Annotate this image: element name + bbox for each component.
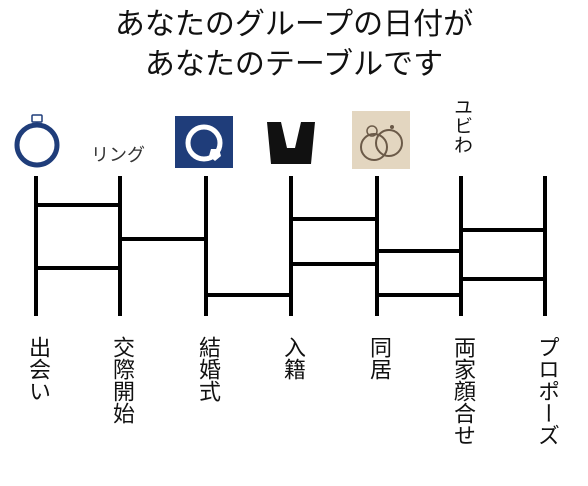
title-line-1: あなたのグループの日付が — [114, 7, 474, 42]
bottom-label-dating: 交際開始 — [109, 336, 134, 424]
bottom-label-registry: 入籍 — [280, 336, 305, 380]
bottom-label-proposal: プロポーズ — [534, 336, 559, 446]
bottom-label-wedding: 結婚式 — [195, 336, 220, 402]
title-line-2: あなたのテーブルです — [144, 47, 444, 82]
bottom-label-families: 両家顔合せ — [450, 336, 475, 446]
rings-photo-icon — [352, 111, 410, 169]
bottom-label-living: 同居 — [366, 336, 391, 380]
top-label-yubiwa: ユビわ — [451, 97, 473, 154]
ring-square-icon — [175, 116, 233, 168]
bottom-label-meet: 出会い — [25, 336, 50, 402]
ring-outline-icon — [13, 113, 61, 171]
tuxedo-icon — [265, 120, 317, 166]
top-label-ring: リング — [91, 145, 145, 166]
